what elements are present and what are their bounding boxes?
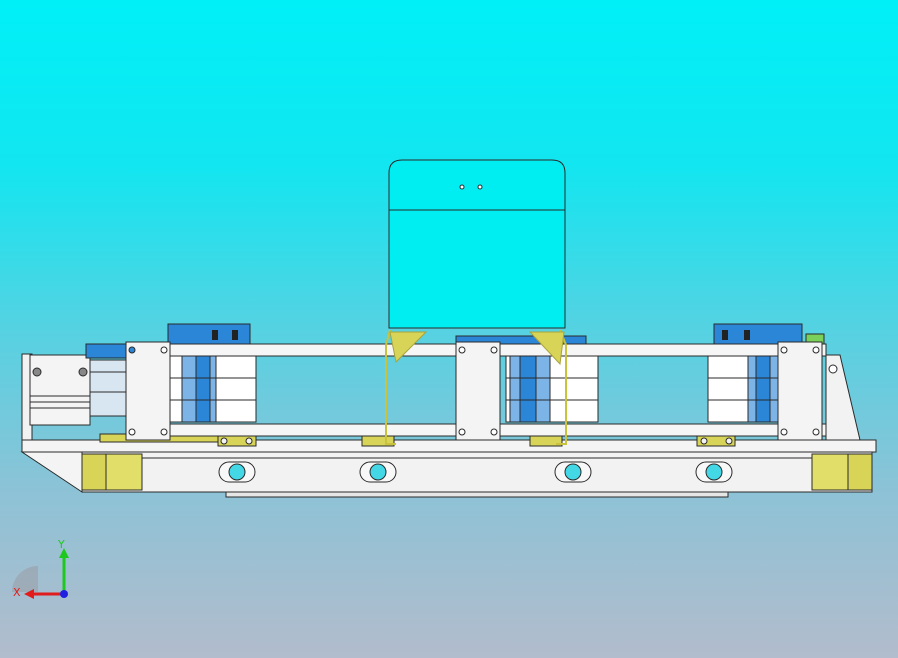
triad-quarter-disc: [12, 566, 38, 592]
view-triad[interactable]: Y X: [10, 536, 80, 606]
middle-end-plate: [455, 341, 501, 441]
cylinder-stack-left: [169, 355, 257, 423]
cyan-cover: [388, 159, 566, 329]
left-gusset: [389, 331, 428, 364]
triad-y-label: Y: [57, 538, 65, 551]
right-gusset: [528, 331, 565, 366]
left-chamfer: [20, 451, 83, 493]
left-end-plate: [125, 341, 171, 441]
cylinder-stack-middle: [505, 355, 599, 423]
right-support: [825, 354, 861, 441]
beam-end-blocks: [81, 453, 873, 491]
triad-x-label: X: [13, 586, 21, 599]
cylinder-stack-right: [707, 355, 781, 423]
right-end-plate: [777, 341, 823, 441]
triad-z-axis: [60, 590, 68, 598]
left-cylinder: [29, 354, 127, 426]
blue-valve-blocks: [85, 323, 825, 359]
base-slots: [218, 461, 733, 483]
